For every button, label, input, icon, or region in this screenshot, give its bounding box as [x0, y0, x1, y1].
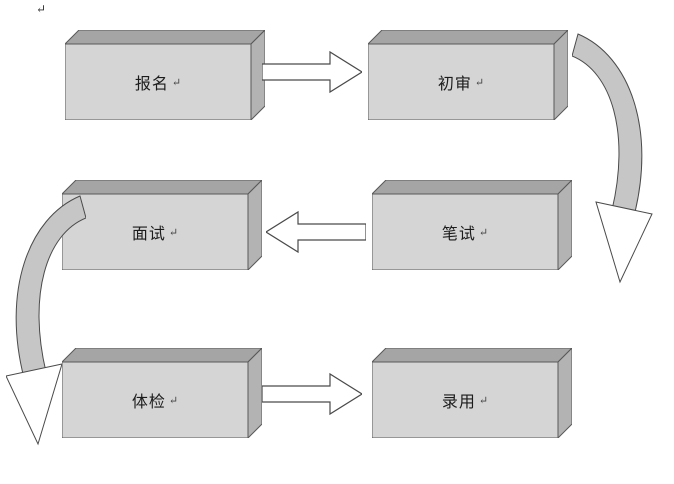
return-mark: ↵ — [478, 226, 489, 239]
box-label-chushen: 初审↵ — [368, 44, 554, 120]
process-box-chushen: 初审↵ — [368, 30, 568, 120]
box-text: 初审 — [437, 76, 472, 93]
cube-shape — [65, 30, 265, 120]
box-label-luyong: 录用↵ — [372, 362, 558, 438]
curved-down-arrow-icon — [5, 195, 87, 446]
box-label-tijian: 体检↵ — [62, 362, 248, 438]
right-arrow-icon — [261, 372, 364, 416]
process-box-tijian: 体检↵ — [62, 348, 262, 438]
curved-arrow-chushen-to-bishi — [571, 30, 658, 291]
cube-shape — [62, 180, 262, 270]
process-box-baoming: 报名↵ — [65, 30, 265, 120]
arrow-bishi-to-mianshi — [264, 210, 367, 259]
box-text: 笔试 — [441, 226, 476, 243]
stray-return-mark: ↵ — [36, 2, 47, 16]
cube-shape — [62, 348, 262, 438]
return-mark: ↵ — [478, 394, 489, 407]
box-text: 报名 — [134, 76, 169, 93]
cube-shape — [372, 180, 572, 270]
return-mark: ↵ — [474, 76, 485, 89]
box-label-baoming: 报名↵ — [65, 44, 251, 120]
curved-arrow-mianshi-to-tijian — [5, 192, 87, 453]
curved-down-arrow-icon — [571, 33, 653, 284]
return-mark: ↵ — [168, 394, 179, 407]
left-arrow-icon — [264, 210, 367, 254]
return-mark: ↵ — [168, 226, 179, 239]
box-text: 体检 — [131, 394, 166, 411]
arrow-tijian-to-luyong — [261, 372, 364, 421]
cube-shape — [368, 30, 568, 120]
arrow-baoming-to-chushen — [261, 50, 364, 99]
box-label-bishi: 笔试↵ — [372, 194, 558, 270]
box-label-mianshi: 面试↵ — [62, 194, 248, 270]
right-arrow-icon — [261, 50, 364, 94]
process-box-bishi: 笔试↵ — [372, 180, 572, 270]
process-box-luyong: 录用↵ — [372, 348, 572, 438]
box-text: 面试 — [131, 226, 166, 243]
return-mark: ↵ — [171, 76, 182, 89]
cube-shape — [372, 348, 572, 438]
box-text: 录用 — [441, 394, 476, 411]
process-box-mianshi: 面试↵ — [62, 180, 262, 270]
